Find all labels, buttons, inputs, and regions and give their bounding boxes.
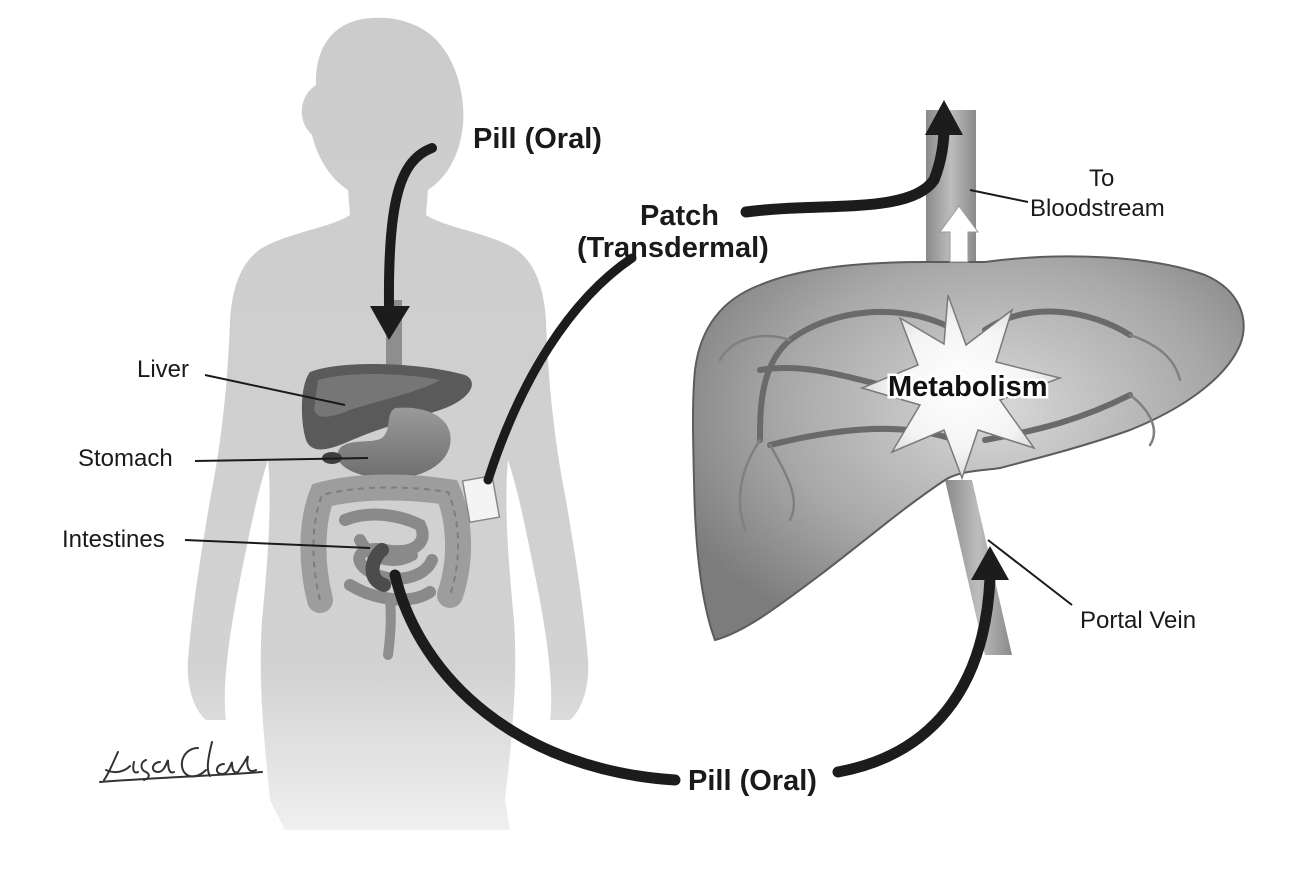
- arrowhead-icon: [370, 306, 410, 340]
- label-patch-line1: Patch: [640, 200, 719, 232]
- arrowhead-icon: [971, 546, 1009, 580]
- up-arrow-icon: [939, 205, 979, 263]
- artist-signature: [99, 741, 263, 783]
- pill-bottom-curve-left: [389, 569, 681, 786]
- label-stomach: Stomach: [78, 445, 173, 472]
- arrowheads: [370, 100, 1009, 580]
- organs: [300, 300, 472, 660]
- leader-lines: [184, 189, 1073, 606]
- label-pill-bottom: Pill (Oral): [688, 765, 817, 797]
- label-liver: Liver: [137, 356, 189, 383]
- pill-bottom-curve-right: [832, 572, 996, 778]
- pill-top-arrow: [383, 143, 437, 310]
- label-portal-vein: Portal Vein: [1080, 607, 1196, 634]
- star-burst-icon: [859, 294, 1063, 481]
- patch-line: [483, 253, 637, 485]
- patch-arrow: [740, 122, 950, 218]
- arrowhead-icon: [925, 100, 963, 135]
- label-to: To: [1089, 165, 1114, 192]
- stomach-organ: [337, 407, 451, 479]
- arrows: [383, 122, 996, 786]
- label-bloodstream: Bloodstream: [1030, 195, 1165, 222]
- patch-square: [461, 474, 501, 524]
- label-intestines: Intestines: [62, 526, 165, 553]
- label-pill-top: Pill (Oral): [473, 123, 602, 155]
- label-patch-line2: (Transdermal): [577, 232, 769, 264]
- label-metabolism: Metabolism: [888, 371, 1048, 403]
